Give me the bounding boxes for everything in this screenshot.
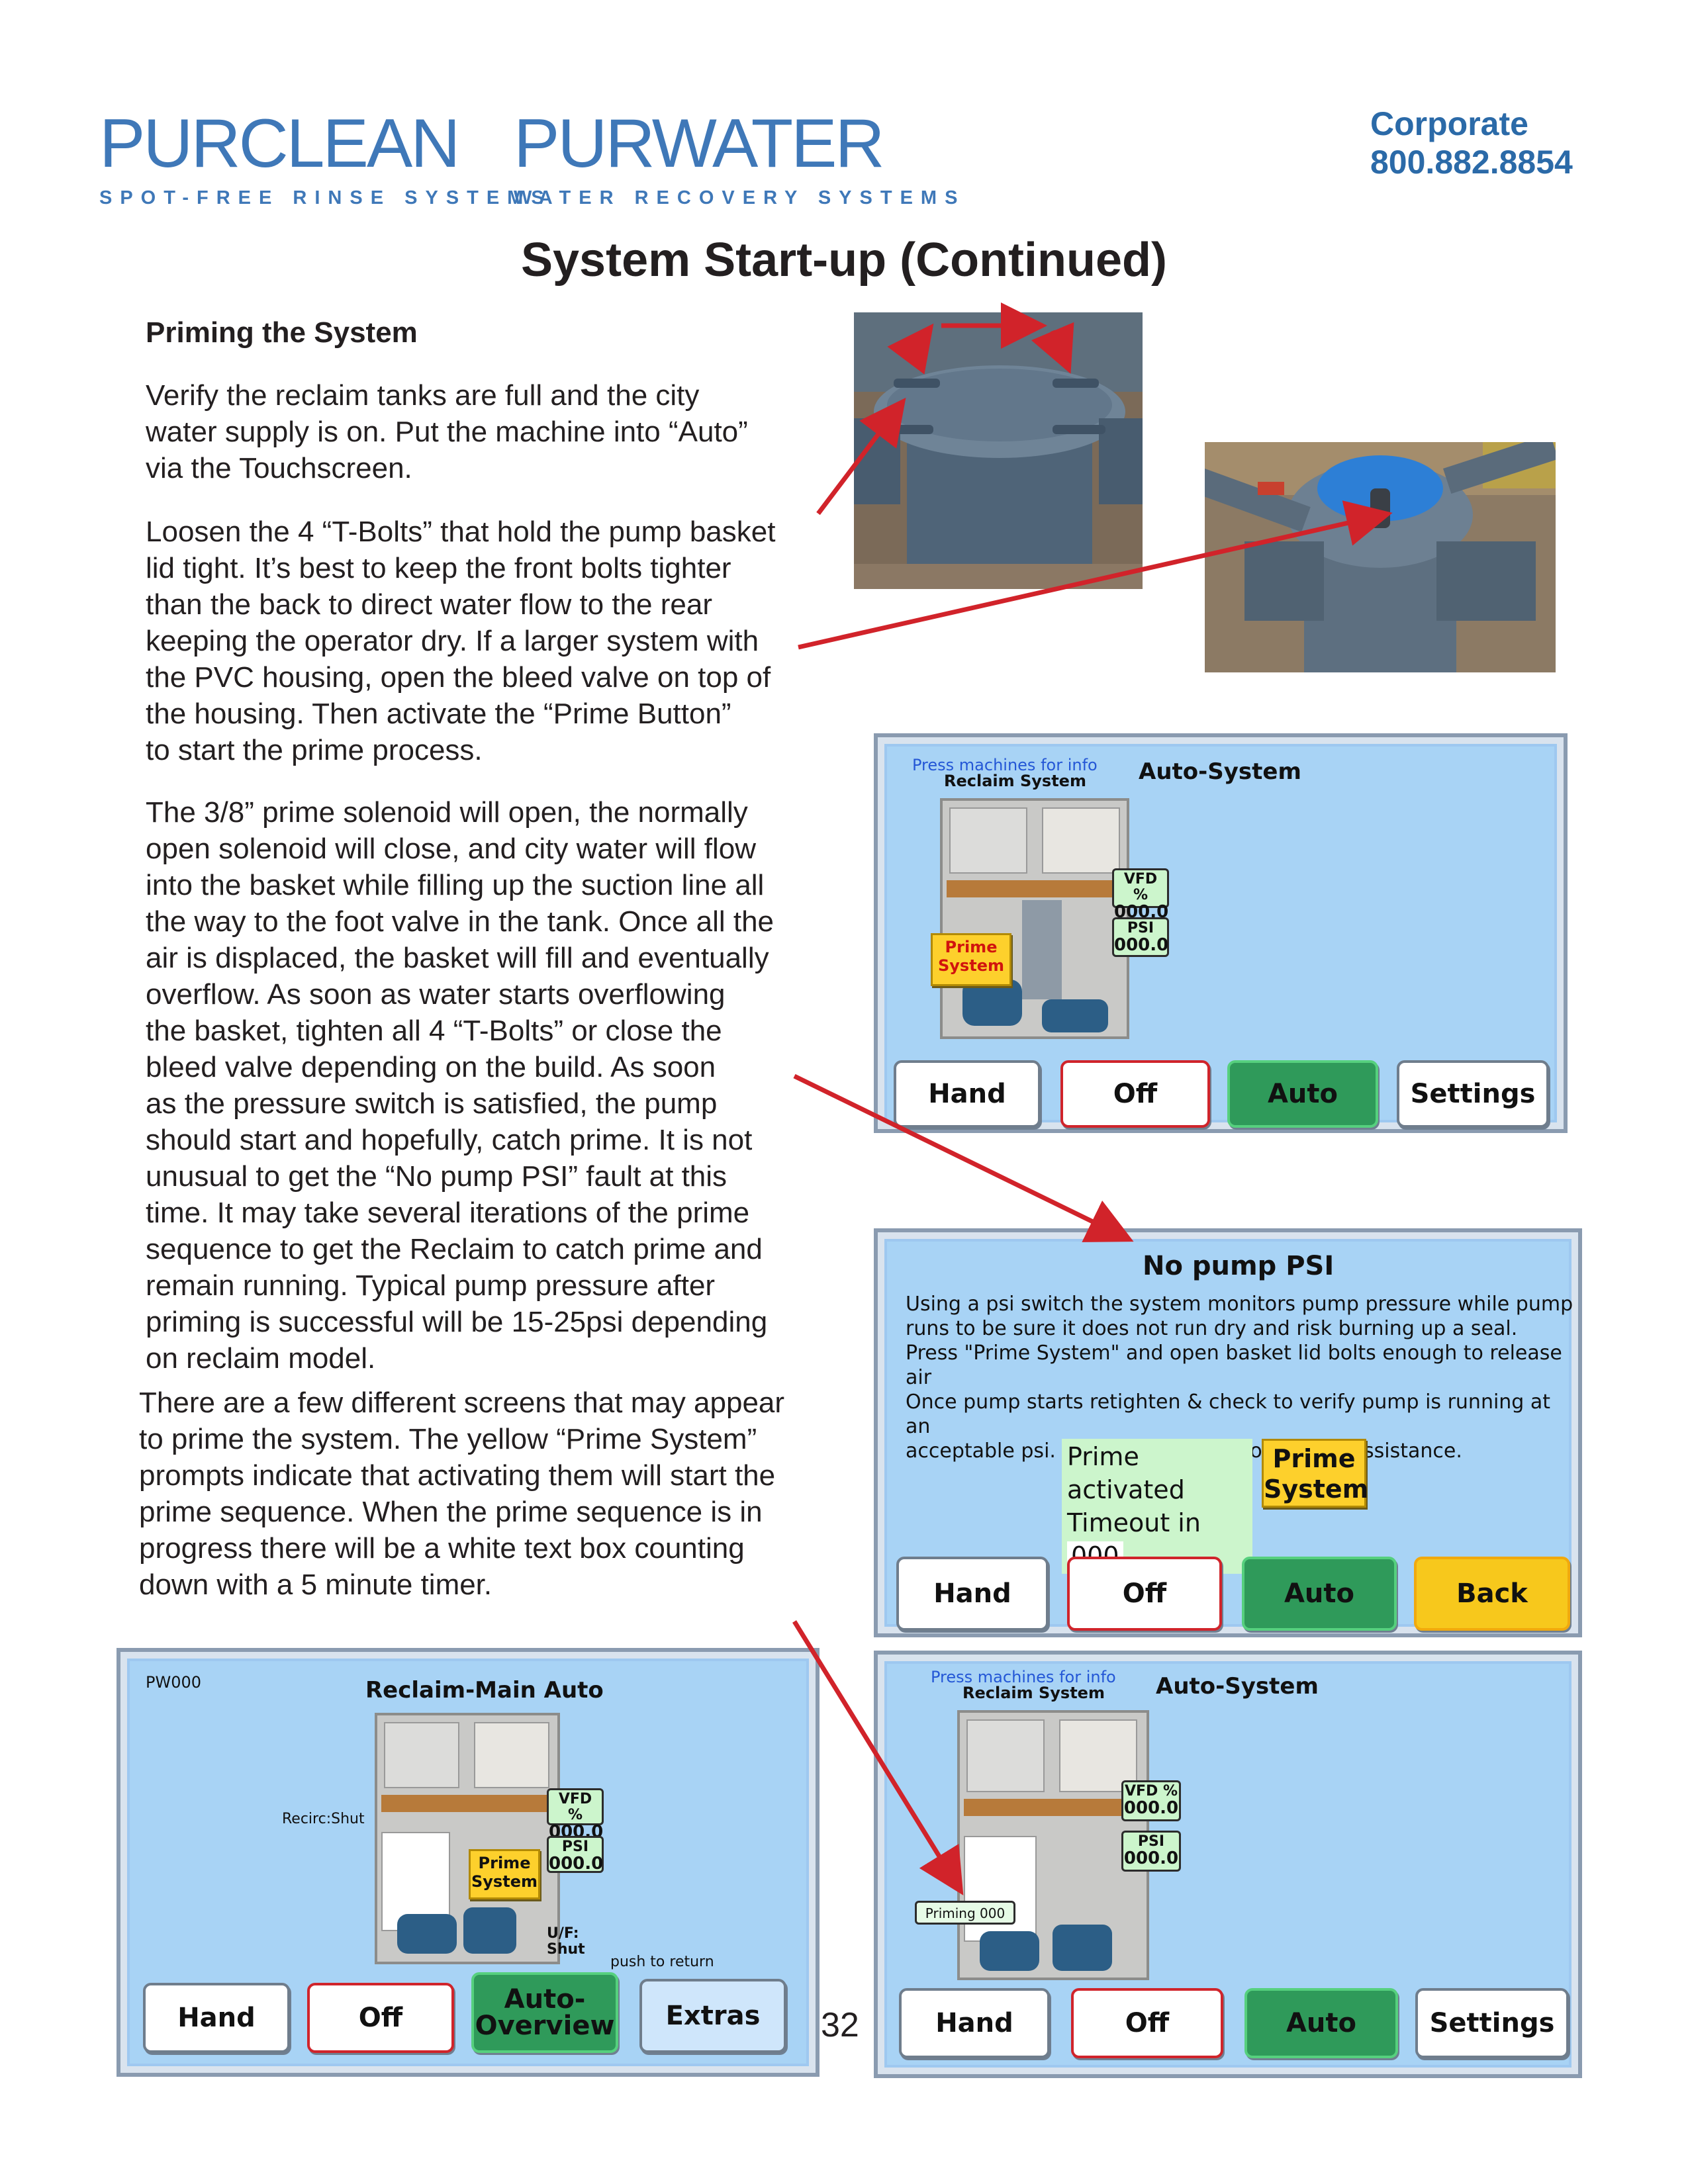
section-heading: Priming the System [146, 316, 418, 349]
page-title: System Start-up (Continued) [520, 234, 1167, 287]
off-button[interactable]: Off [1060, 1060, 1210, 1128]
psi-readout: PSI 000.0 [547, 1836, 604, 1873]
settings-button[interactable]: Settings [1397, 1060, 1549, 1128]
reclaim-system-label: Reclaim System [962, 1684, 1105, 1702]
prime-system-button[interactable]: Prime System [931, 933, 1011, 986]
extras-button[interactable]: Extras [639, 1979, 786, 2053]
psi-label: PSI [561, 1839, 589, 1855]
corporate-phone[interactable]: 800.882.8854 [1370, 144, 1573, 181]
press-machines-info: Press machines for info [912, 756, 1098, 774]
paragraph-verify: Verify the reclaim tanks are full and th… [146, 379, 748, 484]
hand-button[interactable]: Hand [896, 1557, 1049, 1631]
psi-value: 000.0 [549, 1854, 604, 1874]
corporate-contact: Corporate 800.882.8854 [1370, 105, 1573, 181]
uf-value: Shut [547, 1941, 585, 1958]
no-pump-psi-title: No pump PSI [1143, 1251, 1335, 1281]
pump-basket-photo [854, 312, 1143, 589]
page-number: 32 [821, 2006, 859, 2044]
no-pump-psi-message: Using a psi switch the system monitors p… [906, 1293, 1573, 1463]
reclaim-main-auto-title: Reclaim-Main Auto [365, 1677, 604, 1704]
prime-system-button[interactable]: Prime System [1262, 1439, 1368, 1508]
vfd-value: 000.0 [1123, 1798, 1179, 1818]
hmi-reclaim-main-auto-screen: PW000 Reclaim-Main Auto Recirc:Shut VFD … [117, 1648, 820, 2077]
auto-system-title: Auto-System [1139, 758, 1301, 785]
psi-readout: PSI 000.0 [1121, 1831, 1181, 1872]
prime-activated-status: Prime activated Timeout in 000 [1062, 1439, 1252, 1574]
off-button[interactable]: Off [307, 1983, 454, 2053]
vfd-label: VFD % [558, 1791, 592, 1823]
press-machines-info: Press machines for info [931, 1668, 1116, 1686]
vfd-label: VFD % [1123, 871, 1158, 903]
auto-system-title: Auto-System [1156, 1673, 1319, 1700]
vfd-readout: VFD % 000.0 [1112, 868, 1169, 921]
vfd-readout: VFD % 000.0 [547, 1788, 604, 1841]
psi-label: PSI [1137, 1833, 1165, 1850]
paragraph-loosen-bolts: Loosen the 4 “T-Bolts” that hold the pum… [146, 516, 776, 766]
vfd-readout: VFD % 000.0 [1121, 1780, 1181, 1821]
pvc-housing-photo [1205, 442, 1556, 672]
back-button[interactable]: Back [1414, 1557, 1570, 1631]
hmi-auto-system-screen: Press machines for info Reclaim System A… [874, 733, 1568, 1133]
paragraph-prime-screens: There are a few different screens that m… [139, 1387, 785, 1601]
purwater-logo-tagline: WATER RECOVERY SYSTEMS [514, 187, 966, 208]
reclaim-machine-image[interactable] [957, 1710, 1149, 1980]
reclaim-machine-image[interactable] [940, 798, 1129, 1039]
corporate-label: Corporate [1370, 105, 1528, 142]
psi-label: PSI [1127, 920, 1154, 936]
hmi-auto-system-priming-screen: Press machines for info Reclaim System A… [874, 1651, 1582, 2078]
purwater-logo-wordmark: PURWATER [514, 105, 885, 182]
timeout-label: Timeout in [1067, 1508, 1201, 1537]
psi-value: 000.0 [1123, 1848, 1179, 1868]
push-to-return-hint: push to return [610, 1954, 714, 1970]
auto-button[interactable]: Auto [1244, 1988, 1398, 2058]
uf-status: U/F: Shut [547, 1926, 585, 1958]
reclaim-machine-image[interactable] [375, 1713, 560, 1964]
purclean-logo-wordmark: PURCLEAN [99, 105, 460, 182]
auto-overview-button[interactable]: Auto- Overview [471, 1972, 618, 2053]
purclean-logo: PURCLEAN SPOT-FREE RINSE SYSTEMS [99, 105, 552, 209]
hmi-no-pump-psi-screen: No pump PSI Using a psi switch the syste… [874, 1228, 1582, 1637]
settings-button[interactable]: Settings [1415, 1988, 1569, 2058]
recirc-status: Recirc:Shut [282, 1811, 365, 1827]
hand-button[interactable]: Hand [894, 1060, 1041, 1128]
pw-id-label: PW000 [146, 1673, 202, 1692]
priming-value: 000 [980, 1905, 1006, 1921]
prime-activated-label: Prime activated [1067, 1442, 1185, 1504]
hand-button[interactable]: Hand [143, 1983, 290, 2053]
psi-readout: PSI 000.0 [1112, 917, 1169, 957]
psi-value: 000.0 [1114, 935, 1169, 955]
priming-label: Priming [925, 1905, 976, 1921]
purclean-logo-tagline: SPOT-FREE RINSE SYSTEMS [99, 187, 552, 208]
priming-countdown: Priming 000 [915, 1901, 1015, 1925]
vfd-label: VFD % [1124, 1783, 1178, 1799]
reclaim-system-label: Reclaim System [944, 772, 1086, 790]
purwater-logo: PURWATER WATER RECOVERY SYSTEMS [514, 105, 965, 209]
off-button[interactable]: Off [1067, 1557, 1222, 1631]
auto-button[interactable]: Auto [1227, 1060, 1378, 1128]
hand-button[interactable]: Hand [899, 1988, 1050, 2058]
off-button[interactable]: Off [1071, 1988, 1223, 2058]
paragraph-prime-solenoid: The 3/8” prime solenoid will open, the n… [146, 796, 774, 1375]
uf-label: U/F: [547, 1925, 579, 1942]
auto-button[interactable]: Auto [1242, 1557, 1397, 1631]
prime-system-button[interactable]: Prime System [469, 1849, 540, 1899]
